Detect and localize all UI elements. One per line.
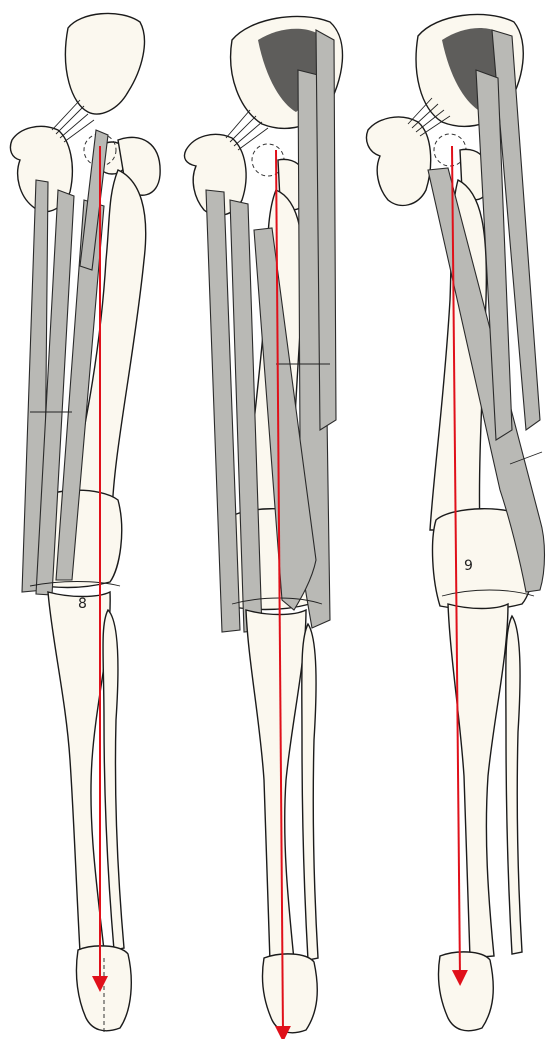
figure-middle-leg [184, 16, 342, 1034]
figure-label-left: 8 [78, 596, 87, 612]
foot-right [438, 952, 493, 1031]
figure-label-right: 9 [464, 558, 473, 574]
figure-right-leg: 9 [367, 14, 545, 1030]
fibula-middle [302, 624, 318, 960]
long-band-middle [316, 30, 336, 430]
foot-middle [262, 954, 317, 1033]
ischium-right [367, 117, 431, 206]
tibia-middle [246, 610, 306, 962]
fibula-right [506, 616, 522, 954]
pelvis-left [65, 13, 144, 114]
figure-left-leg: 8 [10, 13, 160, 1034]
fibula-left [103, 610, 124, 950]
